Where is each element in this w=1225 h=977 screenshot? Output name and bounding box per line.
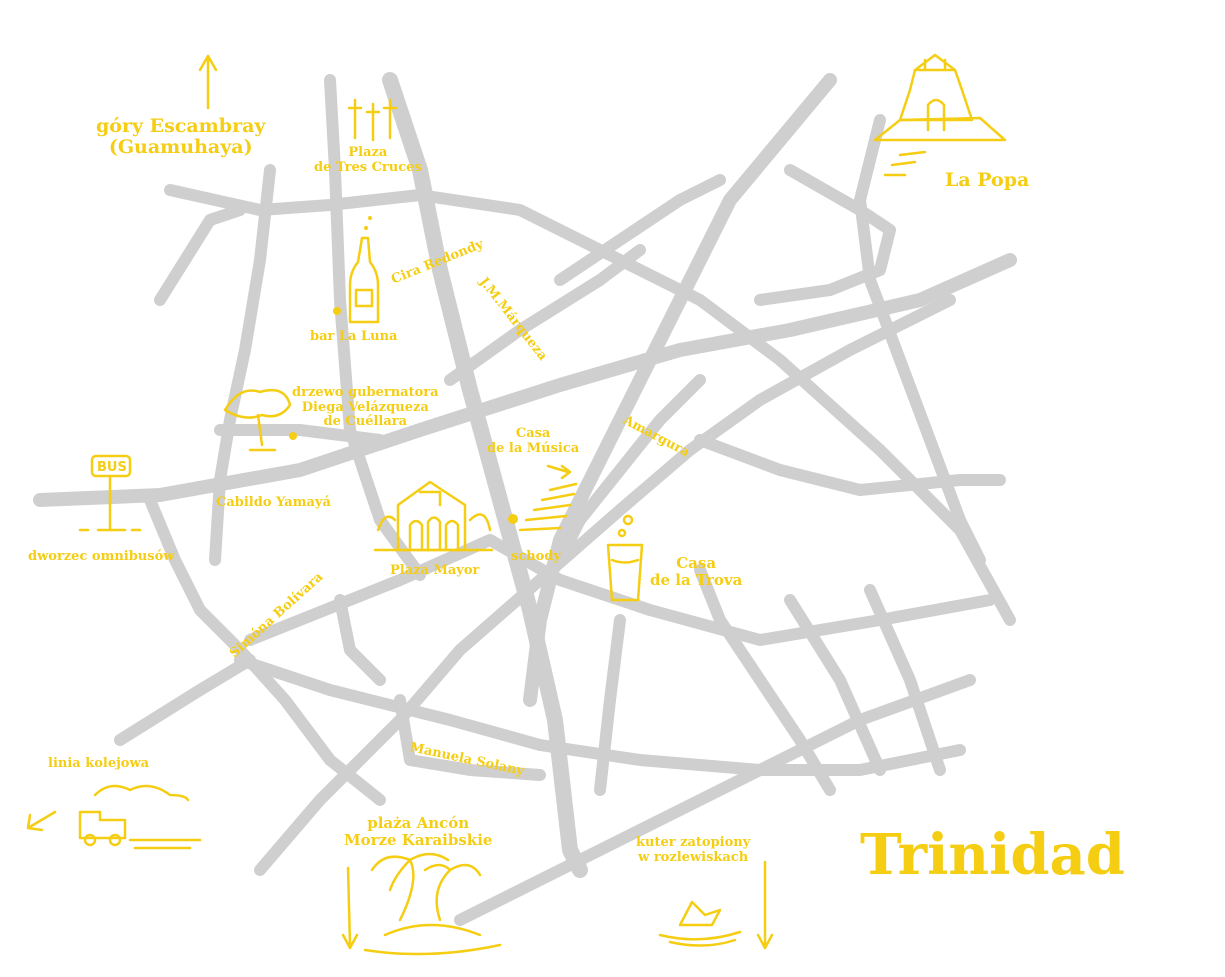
palm-island-icon xyxy=(341,852,502,956)
la-popa-label: La Popa xyxy=(945,169,1030,191)
road-network xyxy=(33,72,1017,926)
map-title: Trinidad xyxy=(860,822,1125,888)
plaza-mayor-label: Plaza Mayor xyxy=(390,563,480,578)
tree-icon xyxy=(223,388,297,452)
schody-label: schody xyxy=(511,549,562,564)
bus-station-label: dworzec omnibusów xyxy=(28,549,175,564)
mountains-label: góry Escambray(Guamuhaya) xyxy=(96,115,266,159)
cabildo-label: Cabildo Yamayá xyxy=(216,495,331,510)
sunken-boat-icon xyxy=(658,860,774,950)
railway-label: linia kolejowa xyxy=(48,756,150,771)
train-icon xyxy=(26,784,202,850)
bar-la-luna-label: bar La Luna xyxy=(310,329,398,344)
svg-text:BUS: BUS xyxy=(97,460,127,475)
church-icon xyxy=(373,480,494,552)
stairs-icon xyxy=(508,464,578,532)
fortress-icon xyxy=(873,53,1007,177)
north-arrow-icon xyxy=(198,54,218,110)
crosses-icon xyxy=(347,98,398,142)
glass-icon xyxy=(606,514,644,602)
bus-stop-icon: BUS xyxy=(78,454,142,532)
bottle-icon xyxy=(333,216,380,324)
